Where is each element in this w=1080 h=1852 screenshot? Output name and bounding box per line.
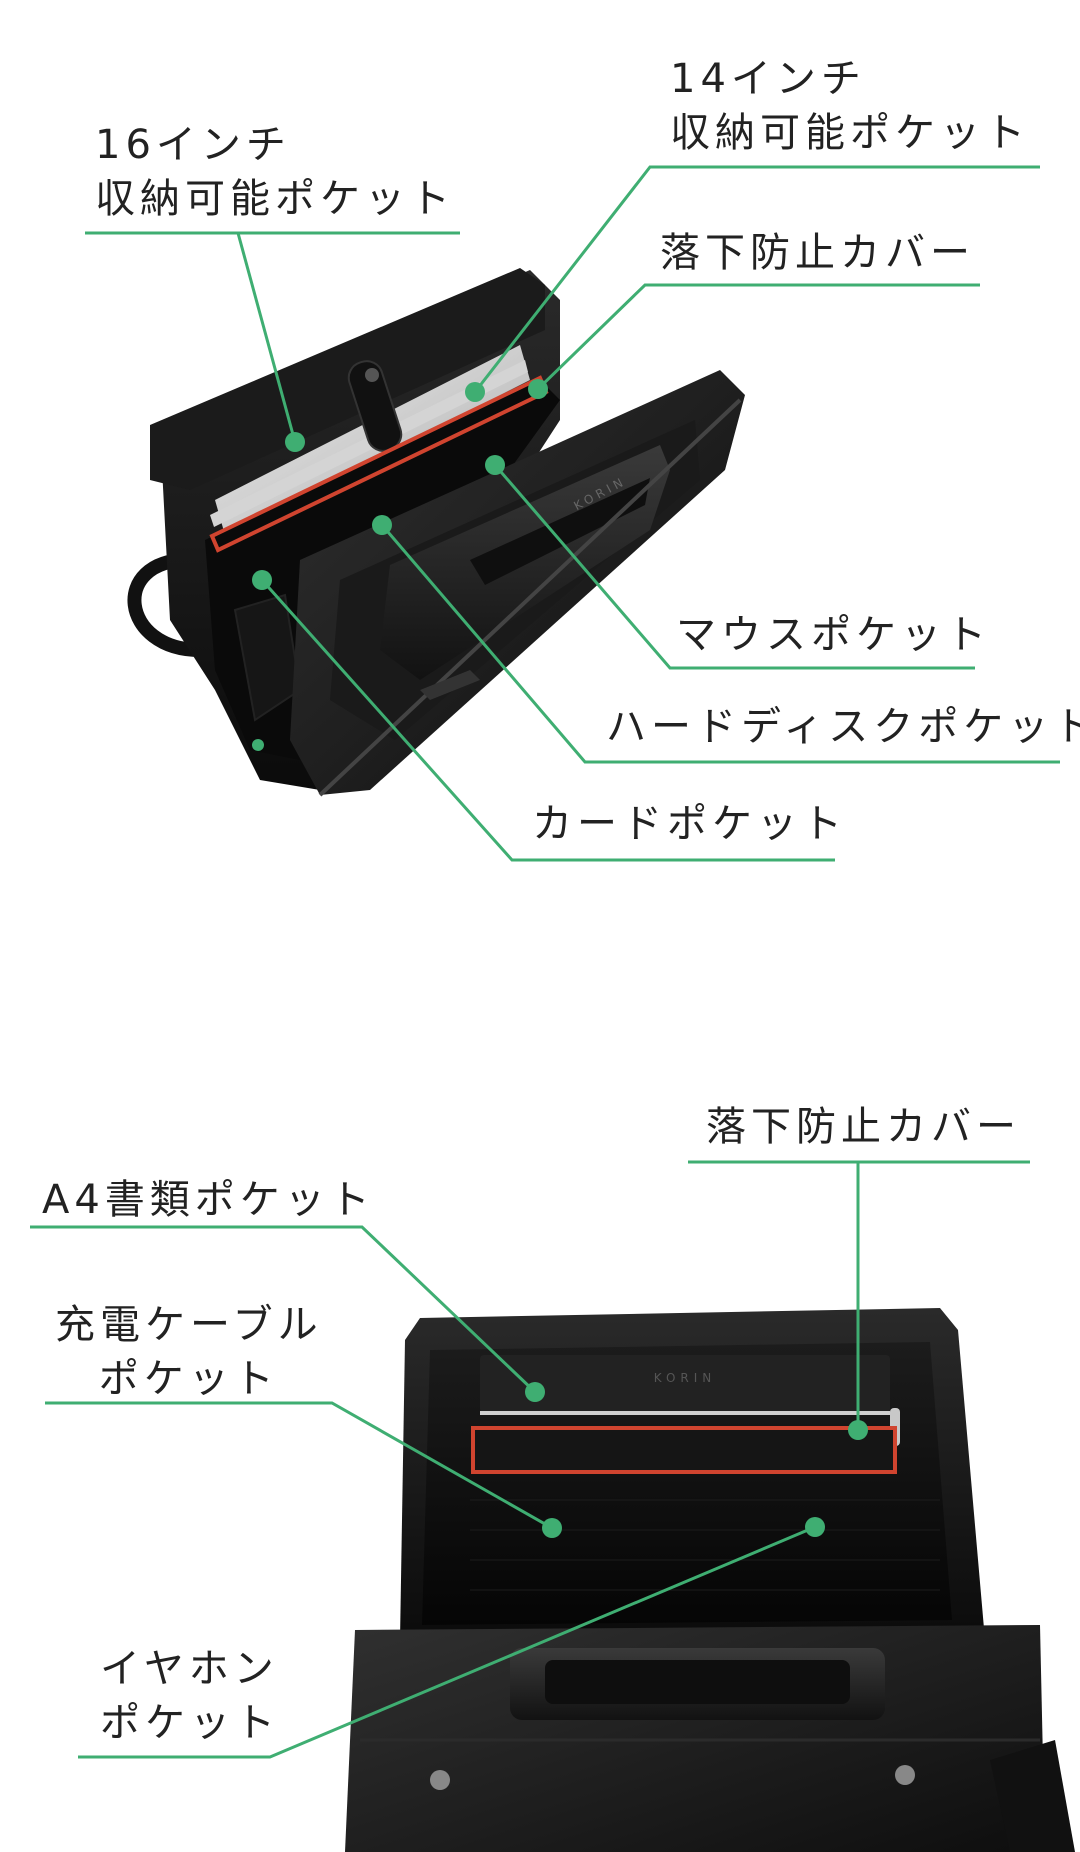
leader-card [260, 579, 835, 862]
bottom-clip-right [895, 1765, 915, 1785]
side-strap-loop [127, 553, 201, 657]
leader-mouse [493, 464, 975, 670]
callout-card-pocket: カードポケット [532, 801, 847, 847]
callout-earphone-line2: ポケット [100, 1700, 280, 1746]
callout-earphone-line1: イヤホン [100, 1646, 279, 1692]
leader-cable [45, 1401, 553, 1530]
callout-14inch-line1: 14インチ [670, 56, 866, 102]
callout-drop-cover-bottom: 落下防止カバー [706, 1104, 1021, 1150]
drop-cover-band [473, 1428, 893, 1470]
dot-earphone [805, 1517, 825, 1537]
leader-hdd [380, 524, 1060, 764]
dot-drop-cover-bottom [848, 1420, 868, 1440]
callout-hdd-pocket: ハードディスクポケット [606, 704, 1080, 750]
callout-14inch-pocket: 14インチ 収納可能ポケット [670, 52, 1030, 160]
callout-16inch-line2: 収納可能ポケット [95, 176, 455, 222]
dot-16inch [285, 432, 305, 452]
lid-handle-grip [470, 478, 650, 585]
callout-cable-line1: 充電ケーブル [55, 1302, 323, 1348]
bottom-leader-lines [30, 1160, 1030, 1759]
callout-mouse-pocket: マウスポケット [676, 612, 991, 658]
bottom-clip-left [430, 1770, 450, 1790]
dot-14inch [465, 382, 485, 402]
dot-hdd [372, 515, 392, 535]
callout-16inch-line1: 16インチ [95, 122, 291, 168]
dot-card [252, 570, 272, 590]
top-bag-illustration [127, 268, 745, 797]
top-leader-lines [85, 165, 1060, 862]
leader-16inch-diag [236, 232, 297, 443]
callout-cable-pocket: 充電ケーブル ポケット [55, 1298, 323, 1406]
callout-earphone-pocket: イヤホン ポケット [100, 1642, 280, 1750]
bottom-leader-dots [525, 1382, 868, 1538]
callout-a4-pocket: A4書類ポケット [42, 1177, 375, 1223]
callout-16inch-pocket: 16インチ 収納可能ポケット [95, 118, 455, 226]
bag-back-panel [150, 268, 545, 490]
callout-drop-cover-top: 落下防止カバー [660, 230, 975, 276]
callout-cable-line2: ポケット [98, 1356, 279, 1402]
dot-cable [542, 1518, 562, 1538]
bottom-bag-illustration: KORIN [345, 1308, 1075, 1852]
bottom-bag-handle-grip [545, 1660, 850, 1704]
leader-14inch [473, 165, 1040, 393]
bottom-brand-mark: KORIN [654, 1371, 717, 1385]
zipper-pull [252, 739, 264, 751]
a4-pocket-panel [480, 1355, 890, 1413]
front-strap [420, 670, 480, 700]
lid-zipper [318, 398, 742, 797]
bottom-drop-cover-highlight [471, 1426, 897, 1474]
dot-drop-cover-top [528, 379, 548, 399]
callout-14inch-line2: 収納可能ポケット [670, 110, 1030, 156]
leader-a4 [30, 1225, 537, 1394]
top-leader-dots [252, 379, 548, 590]
leader-earphone [78, 1525, 816, 1759]
leader-drop-cover-top [536, 283, 980, 391]
bottom-side-strap [990, 1740, 1075, 1852]
dot-mouse [485, 455, 505, 475]
strap-tab-snap [365, 368, 379, 382]
dot-a4 [525, 1382, 545, 1402]
